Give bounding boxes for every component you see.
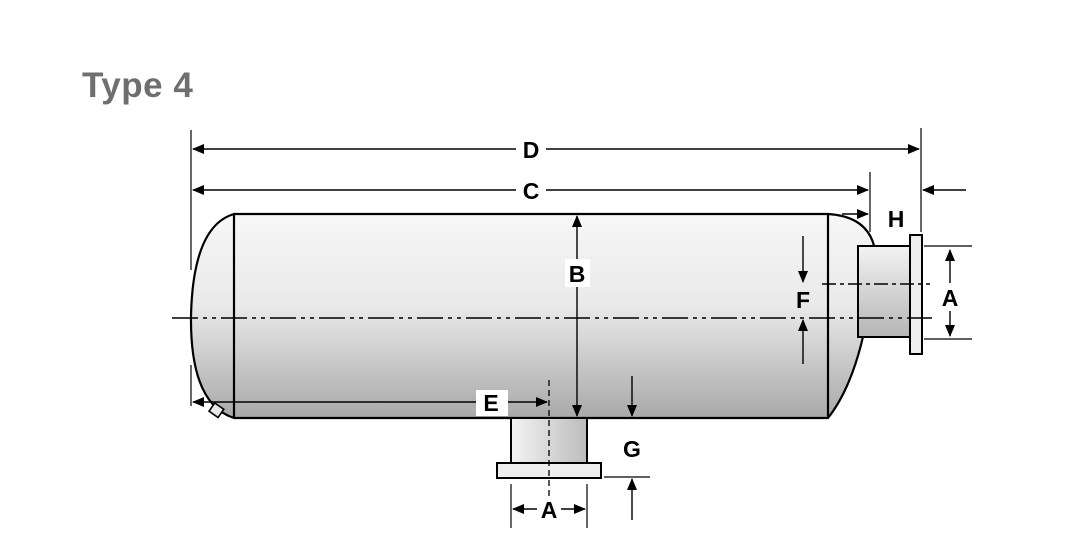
dimension-label-b: B: [569, 261, 586, 287]
dimension-label-h: H: [888, 206, 905, 232]
dimension-label-f: F: [796, 287, 810, 313]
dimension-a-side: A: [937, 249, 964, 337]
dimension-g: G: [623, 376, 641, 520]
dimension-h: H: [842, 185, 966, 232]
dimension-f: F: [796, 236, 810, 364]
dimension-label-a-side: A: [942, 285, 959, 311]
bottom-nozzle: [496, 380, 602, 520]
dimension-c: C: [192, 178, 869, 204]
vessel-shell: [189, 212, 878, 420]
vessel-body: [189, 212, 878, 420]
dimension-label-g: G: [623, 436, 641, 462]
side-nozzle: [857, 234, 923, 355]
diagram-title: Type 4: [82, 66, 194, 105]
side-nozzle-neck: [857, 245, 911, 338]
dimension-e: E: [192, 390, 548, 416]
dimension-d: D: [192, 137, 920, 163]
dimension-label-d: D: [523, 137, 540, 163]
dimension-label-c: C: [523, 178, 540, 204]
dimension-label-e: E: [483, 390, 498, 416]
dimension-b: B: [565, 215, 590, 417]
extension-lines: [190, 128, 972, 528]
side-nozzle-flange: [909, 234, 923, 355]
dimension-label-a-bottom: A: [541, 497, 558, 523]
dimension-a-bottom: A: [512, 497, 586, 523]
